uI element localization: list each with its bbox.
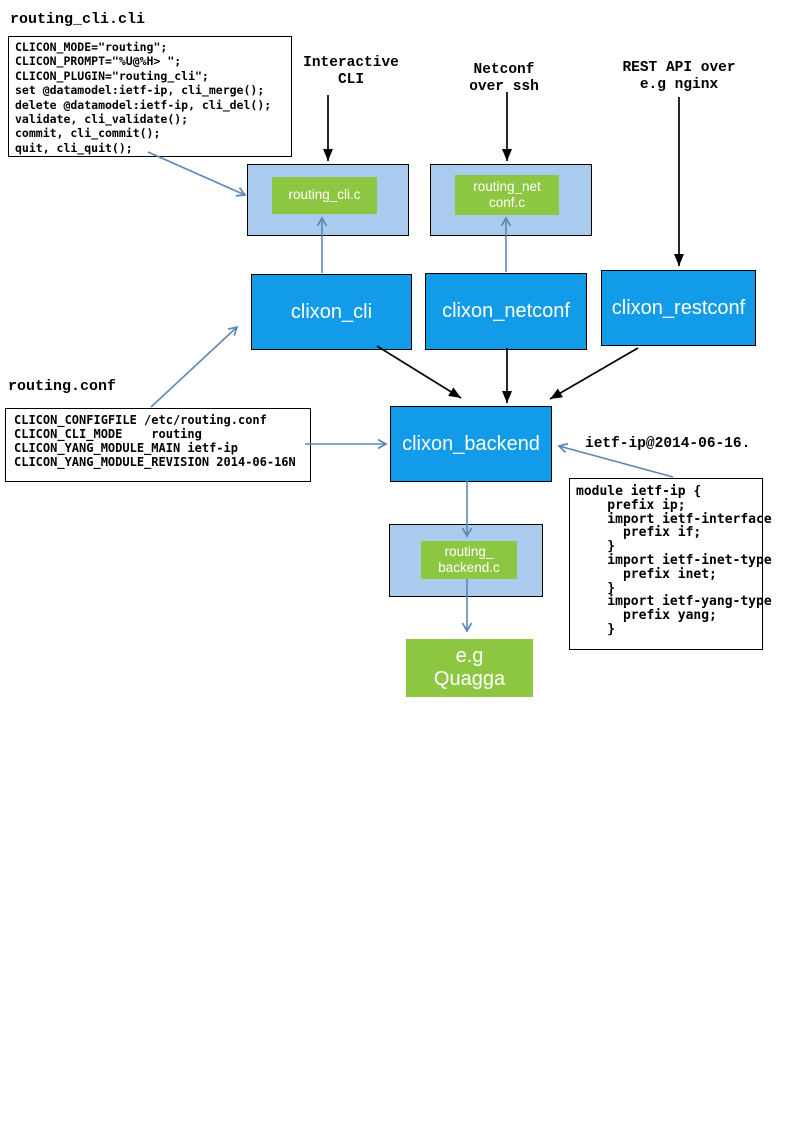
routing-cli-c-plugin: routing_cli.c: [272, 177, 377, 214]
yang-module-code-box: module ietf-ip { prefix ip; import ietf-…: [569, 478, 772, 650]
quagga-label: e.g Quagga: [433, 645, 506, 690]
clixon-netconf-label: clixon_netconf: [442, 300, 570, 322]
rest-api-label: REST API over e.g nginx: [622, 60, 736, 93]
arrow-clifile-to-cliplugin: [147, 151, 247, 197]
routing-backend-c-label: routing_ backend.c: [438, 543, 500, 576]
cli-file-title: routing_cli.cli: [10, 11, 146, 28]
arrow-conffile-to-clixoncli: [150, 325, 239, 408]
cli-file-code-box: CLICON_MODE="routing"; CLICON_PROMPT="%U…: [8, 36, 292, 157]
conf-file-code-box: CLICON_CONFIGFILE /etc/routing.conf CLIC…: [5, 408, 311, 482]
arrow-cli-to-backend: [376, 345, 462, 399]
clixon-cli-box: clixon_cli: [251, 274, 412, 350]
yang-module-code: module ietf-ip { prefix ip; import ietf-…: [576, 484, 772, 637]
conf-file-code: CLICON_CONFIGFILE /etc/routing.conf CLIC…: [14, 413, 296, 469]
clixon-restconf-box: clixon_restconf: [601, 270, 756, 346]
yang-file-label: ietf-ip@2014-06-16.: [585, 436, 751, 452]
conf-file-title: routing.conf: [8, 378, 117, 395]
netconf-over-ssh-label: Netconf over ssh: [469, 62, 539, 95]
cli-file-code: CLICON_MODE="routing"; CLICON_PROMPT="%U…: [15, 40, 272, 155]
routing-netconf-c-plugin: routing_net conf.c: [455, 175, 559, 215]
routing-netconf-c-label: routing_net conf.c: [473, 178, 541, 211]
clixon-backend-box: clixon_backend: [390, 406, 552, 482]
routing-backend-c-plugin: routing_ backend.c: [421, 541, 517, 579]
clixon-cli-label: clixon_cli: [290, 300, 373, 323]
routing-cli-c-label: routing_cli.c: [288, 187, 361, 203]
clixon-backend-label: clixon_backend: [402, 432, 540, 455]
clixon-restconf-label: clixon_restconf: [611, 296, 746, 319]
quagga-box: e.g Quagga: [406, 639, 533, 697]
arrow-restconf-to-backend: [549, 347, 639, 400]
interactive-cli-label: Interactive CLI: [303, 55, 399, 88]
clixon-netconf-box: clixon_netconf: [425, 273, 587, 350]
